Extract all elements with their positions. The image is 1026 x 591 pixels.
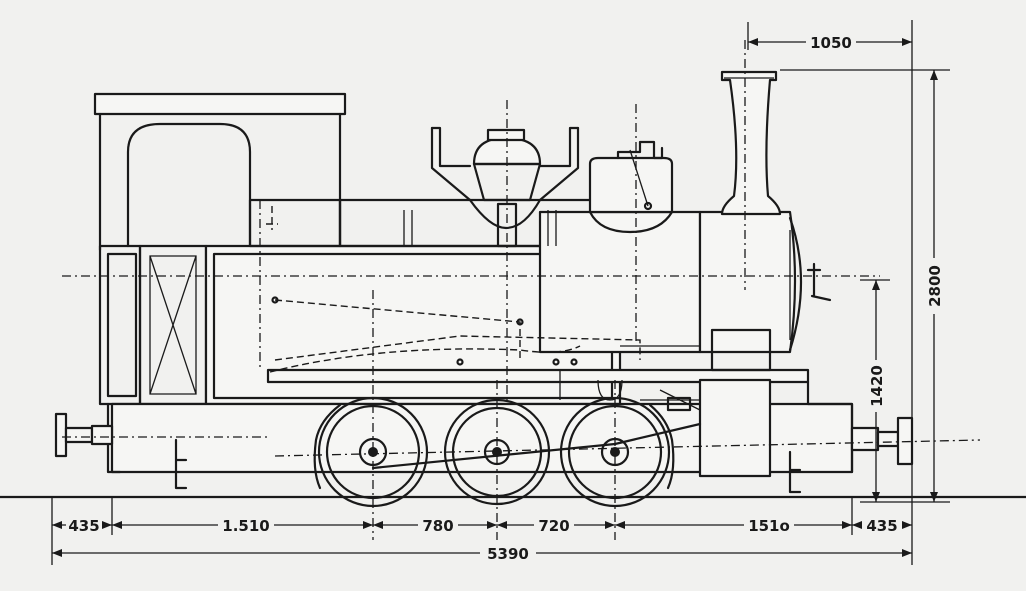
cab-lower [98, 244, 142, 406]
chimney [720, 70, 782, 216]
cab-roof [93, 92, 347, 116]
smokebox-handle [806, 262, 832, 302]
rear-buffer [54, 412, 114, 458]
cab-window [126, 122, 252, 248]
dim-rear-overhang: 435 [68, 517, 99, 535]
smokebox-door [788, 216, 803, 352]
dimension-labels: 435 1.510 780 720 151o 435 5390 1050 280… [66, 32, 946, 563]
front-step [788, 450, 802, 494]
cab-rear-wall [98, 112, 342, 252]
dim-rear-to-axle1: 1.510 [222, 517, 269, 535]
coupling-rod [371, 442, 617, 470]
dim-buffer-height: 1420 [868, 365, 886, 407]
sand-box-cradle [430, 126, 580, 168]
dim-front-overhang: 435 [866, 517, 897, 535]
dim-total-length: 5390 [487, 545, 529, 563]
cylinder-block [698, 378, 772, 478]
safety-valve [616, 140, 664, 160]
valve-gear [559, 370, 701, 411]
dim-axle2-to-axle3: 720 [538, 517, 569, 535]
boiler-barrel [538, 210, 702, 354]
cab-side-panel [106, 252, 138, 398]
steam-dome [588, 140, 674, 234]
dome-body [588, 156, 674, 214]
connecting-rod [613, 422, 702, 446]
chimney-stack [720, 70, 782, 216]
boiler [538, 210, 832, 354]
rear-step [174, 438, 188, 490]
dim-axle3-to-front: 151o [748, 517, 790, 535]
dim-axle1-to-axle2: 780 [422, 517, 453, 535]
dim-total-height: 2800 [926, 265, 944, 307]
cab-side-sheet [248, 198, 342, 248]
front-buffer [850, 416, 914, 466]
bunker-cross [149, 255, 197, 395]
hidden-lines [62, 40, 981, 540]
dim-chimney-offset: 1050 [810, 34, 852, 52]
running-board [266, 368, 810, 384]
frame [106, 328, 854, 478]
steam-chest [710, 328, 772, 372]
